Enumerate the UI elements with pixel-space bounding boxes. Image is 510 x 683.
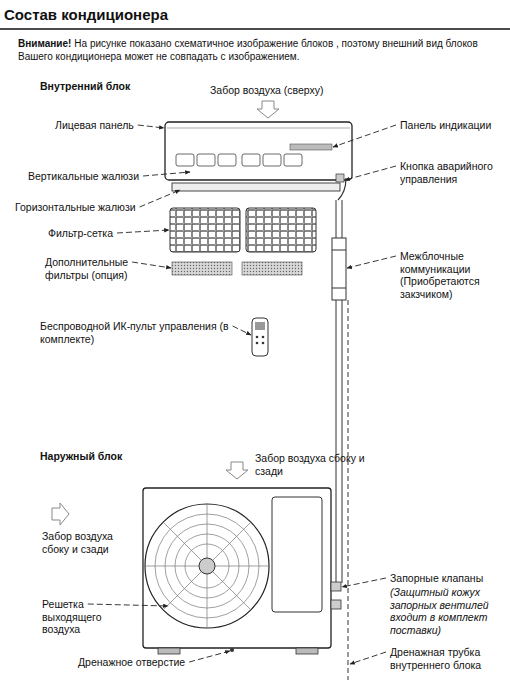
part-label: Дополнительные фильтры (опция) (45, 256, 155, 281)
part-label: Вертикальные жалюзи (28, 170, 158, 183)
leader-line (350, 652, 386, 664)
drain-hole (230, 648, 234, 652)
part-label: Запорные клапаны (390, 572, 506, 585)
shutoff-valve (331, 600, 341, 609)
warning-word: Внимание! (18, 38, 71, 49)
note-text: (Защитный кожух запорных вентилей входит… (390, 586, 506, 636)
leader-line (347, 256, 396, 268)
part-label: Горизонтальные жалюзи (15, 201, 155, 214)
outdoor-unit (143, 488, 341, 654)
part-label: Межблочные коммуникации (Приобретаются з… (400, 250, 506, 300)
shutoff-valve (331, 582, 341, 591)
leader-line (333, 125, 396, 147)
emergency-button (336, 174, 344, 182)
section-heading: Наружный блок (40, 450, 180, 463)
intake-arrow (257, 101, 279, 118)
warning-text: На рисунке показано схематичное изображе… (18, 38, 478, 62)
part-label: Дренажная трубка внутреннего блока (390, 646, 506, 671)
leader-line (140, 190, 180, 207)
filter-mesh (170, 208, 240, 252)
filter-mesh (246, 208, 316, 252)
part-label: Забор воздуха (сверху) (210, 84, 370, 97)
leader-line (143, 172, 190, 176)
extra-filter (172, 262, 232, 275)
part-label: Забор воздуха сбоку и сзади (255, 452, 365, 477)
remote-control (252, 318, 268, 356)
leader-line (88, 604, 168, 606)
part-label: Беспроводной ИК-пульт управления (в комп… (40, 320, 240, 345)
part-label: Забор воздуха сбоку и сзади (42, 530, 142, 555)
intake-arrow (52, 503, 69, 525)
leader-line (117, 230, 169, 233)
part-label: Панель индикации (400, 119, 506, 132)
part-label: Дренажное отверстие (78, 656, 208, 669)
intake-arrow (226, 462, 248, 479)
horizontal-louver (172, 183, 340, 191)
indoor-unit (165, 122, 352, 200)
leader-line (233, 326, 251, 335)
warning-paragraph: Внимание!На рисунке показано схематичное… (18, 38, 502, 63)
part-label: Кнопка аварийного управления (400, 160, 504, 185)
interconnect-pipes (332, 200, 348, 680)
part-label: Фильтр-сетка (48, 227, 148, 240)
indicator-panel (290, 144, 332, 150)
section-heading: Внутренний блок (40, 80, 180, 93)
leader-line (345, 166, 396, 180)
page-title: Состав кондиционера (4, 6, 168, 24)
part-label: Решетка выходящего воздуха (42, 598, 132, 636)
leader-line (138, 125, 164, 128)
leader-line (189, 651, 230, 662)
leader-line (132, 262, 171, 268)
title-rule (0, 28, 510, 30)
extra-filter (242, 262, 302, 275)
leader-line (342, 578, 386, 587)
part-label: Лицевая панель (55, 119, 155, 132)
